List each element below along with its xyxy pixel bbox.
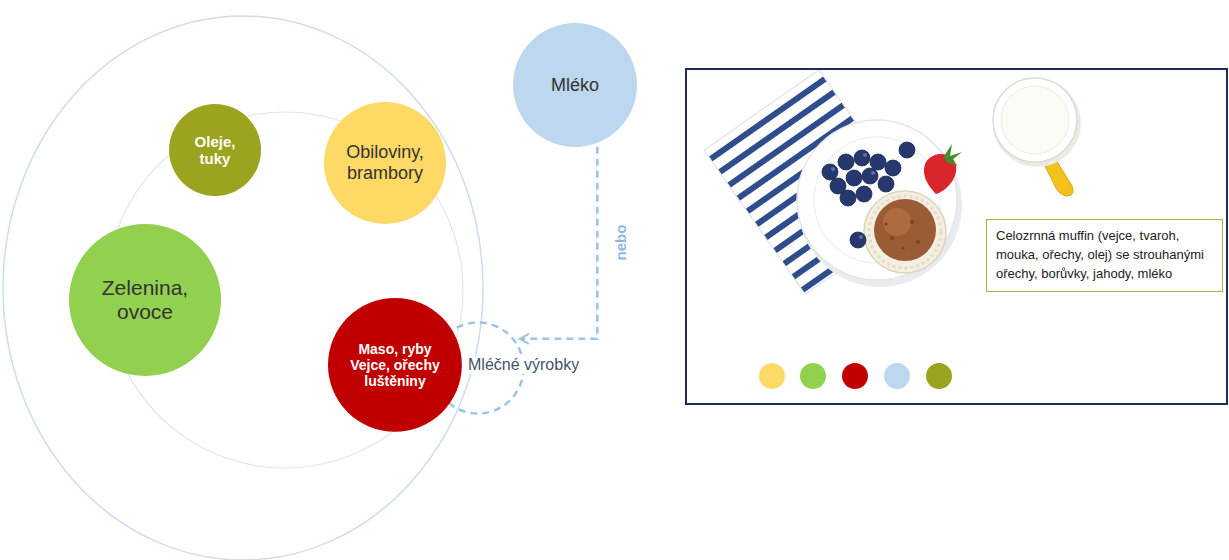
- caption-box: Celozrnná muffin (vejce, tvaroh, mouka, …: [986, 219, 1223, 292]
- blueberry: [840, 190, 856, 206]
- circle-fill: [328, 298, 462, 432]
- shine: [831, 167, 835, 171]
- circle-fill: [513, 23, 637, 147]
- circle-fill: [324, 102, 446, 224]
- muffin-crumbs: [884, 220, 920, 250]
- group-label: Zelenina, ovoce: [89, 276, 201, 324]
- blueberries: [822, 142, 915, 248]
- shine: [863, 153, 867, 157]
- photo-panel: [686, 69, 1227, 404]
- group-label: Obiloviny, brambory: [335, 142, 435, 184]
- color-dot: [759, 363, 785, 389]
- group-label: Maso, ryby Vejce, ořechy luštěniny: [339, 341, 451, 389]
- muffin-top: [883, 208, 911, 236]
- muffin-paper: [864, 191, 946, 273]
- color-dot: [884, 363, 910, 389]
- muffin-paper-folds: [869, 196, 941, 268]
- circle-fill: [69, 224, 221, 376]
- blueberry: [885, 160, 901, 176]
- blueberry: [822, 164, 838, 180]
- circle-fill: [169, 104, 261, 196]
- blueberry-shine: [831, 153, 875, 239]
- blueberry: [862, 168, 878, 184]
- milk-cup: [993, 78, 1077, 162]
- color-dots: [759, 363, 952, 389]
- plate: [797, 120, 957, 280]
- blueberry: [846, 170, 862, 186]
- shine: [859, 235, 863, 239]
- milk: [1001, 86, 1069, 154]
- group-label: Oleje, tuky: [183, 133, 247, 167]
- blueberry: [856, 186, 872, 202]
- blueberry: [854, 150, 870, 166]
- food-group-circle: Oleje, tuky: [169, 104, 261, 196]
- crumb: [884, 222, 887, 225]
- edge-label: nebo: [613, 222, 630, 264]
- dashed-arrow: [520, 147, 597, 339]
- crumb: [901, 246, 904, 249]
- color-dot: [842, 363, 868, 389]
- crumb: [890, 236, 894, 240]
- blueberry: [878, 176, 894, 192]
- blueberry: [850, 232, 866, 248]
- blueberry: [899, 142, 915, 158]
- group-label: Mléčné výrobky: [466, 356, 581, 374]
- cup-shadow: [993, 79, 1081, 167]
- crumb: [916, 240, 920, 244]
- shine: [871, 171, 875, 175]
- color-dot: [800, 363, 826, 389]
- blueberry: [838, 154, 854, 170]
- food-group-circle: Maso, ryby Vejce, ořechy luštěniny: [328, 298, 462, 432]
- strawberry-leaves: [944, 144, 962, 166]
- food-group-circle: Obiloviny, brambory: [324, 102, 446, 224]
- crumb: [910, 220, 914, 224]
- food-group-circle: Mléko: [513, 23, 637, 147]
- muffin: [874, 199, 936, 261]
- caption-text: Celozrnná muffin (vejce, tvaroh, mouka, …: [996, 227, 1213, 284]
- color-dot: [926, 363, 952, 389]
- food-group-circle: Zelenina, ovoce: [69, 224, 221, 376]
- outer-ring: [3, 16, 483, 560]
- group-label: Mléko: [551, 75, 599, 96]
- blueberry: [870, 154, 886, 170]
